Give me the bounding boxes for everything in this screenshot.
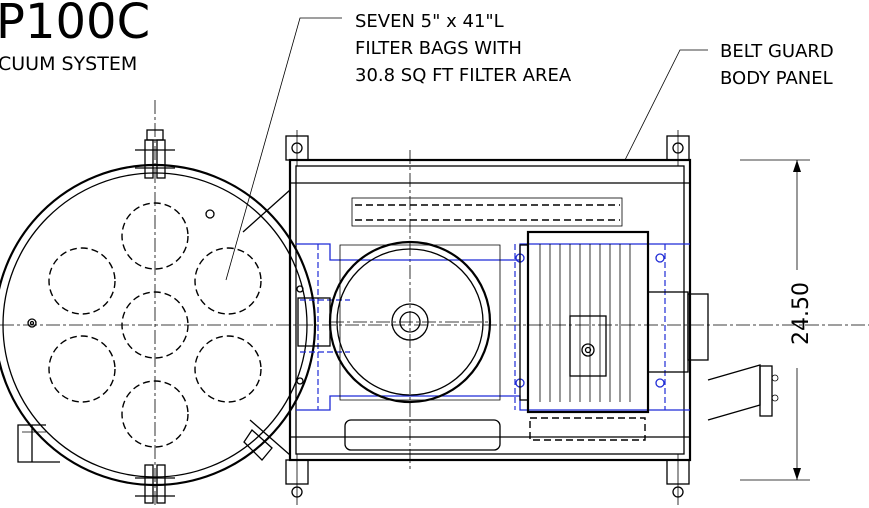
height-dimension: 24.50 <box>740 159 814 481</box>
mount-foot-tl <box>285 130 309 166</box>
inlet-fitting <box>17 424 60 463</box>
filter-housing <box>0 100 869 505</box>
belt-guard-leader <box>624 49 708 161</box>
motor <box>519 230 689 441</box>
filter-bags-line-3: 30.8 SQ FT FILTER AREA <box>355 65 572 86</box>
bottom-clamp <box>135 464 175 504</box>
filter-bags-leader <box>225 17 342 281</box>
filter-bags-line-2: FILTER BAGS WITH <box>355 38 522 59</box>
filter-bag <box>121 380 189 448</box>
discharge-fitting <box>687 293 779 421</box>
motor-fins <box>539 244 631 402</box>
mount-foot-br <box>666 454 690 505</box>
mount-foot-tr <box>666 130 690 166</box>
height-dimension-value: 24.50 <box>789 282 814 345</box>
side-nozzle <box>243 429 273 461</box>
drive-belt <box>351 197 623 227</box>
blower <box>297 240 501 451</box>
filter-bag <box>121 291 189 359</box>
filter-bag <box>48 335 116 403</box>
model-title: P100C <box>0 0 150 50</box>
base-hidden-lines <box>296 243 690 411</box>
frame <box>285 130 692 505</box>
belt-guard-callout: BELT GUARD BODY PANEL <box>624 41 834 161</box>
belt-guard-line-1: BELT GUARD <box>720 41 834 62</box>
belt-guard-line-2: BODY PANEL <box>720 68 833 89</box>
filter-bags-line-1: SEVEN 5" x 41"L <box>355 11 504 32</box>
system-subtitle: CUUM SYSTEM <box>0 53 137 75</box>
filter-bag <box>121 202 189 270</box>
filter-bag-circles <box>48 202 262 448</box>
filter-bags-callout: SEVEN 5" x 41"L FILTER BAGS WITH 30.8 SQ… <box>225 11 572 281</box>
filter-bag <box>194 247 262 315</box>
mount-foot-bl <box>285 454 309 505</box>
top-clamp <box>135 129 175 179</box>
filter-bag <box>48 247 116 315</box>
filter-bag <box>194 335 262 403</box>
